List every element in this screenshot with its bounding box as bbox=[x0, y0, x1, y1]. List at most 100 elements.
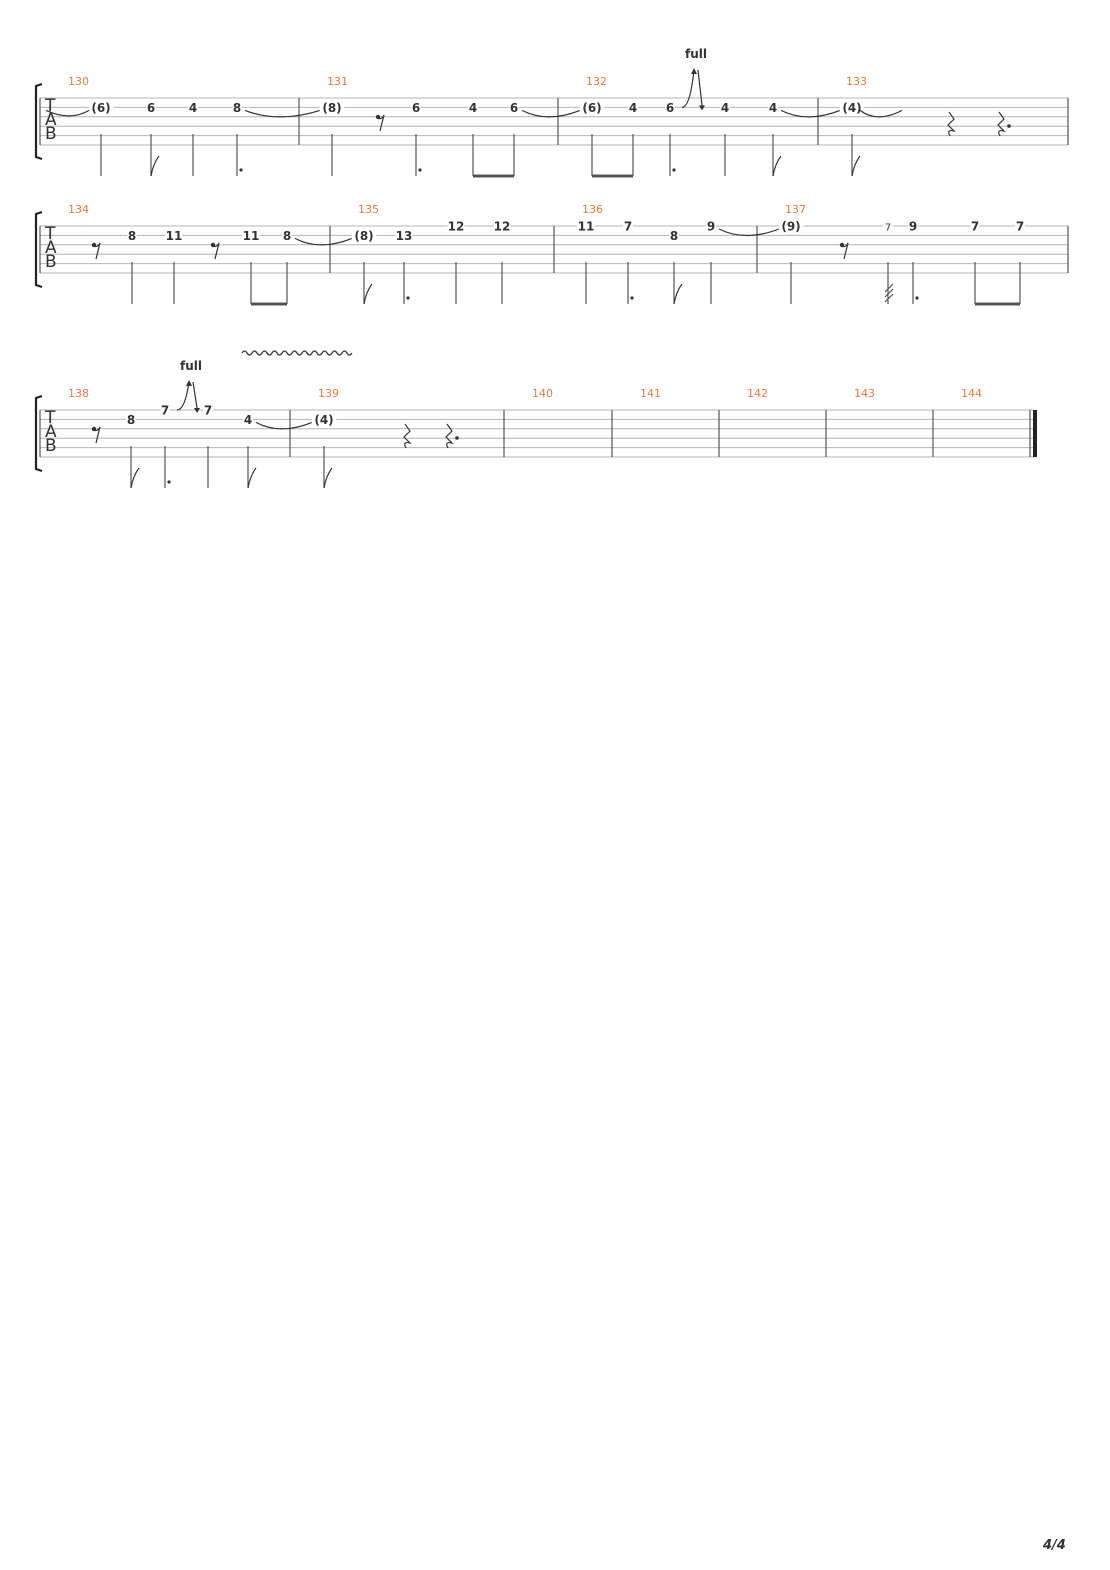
fret-backing bbox=[1015, 220, 1025, 232]
eighth-rest-stroke bbox=[92, 242, 101, 260]
fret-backing bbox=[127, 229, 137, 242]
fret-backing bbox=[188, 101, 198, 114]
fret-backing bbox=[126, 413, 136, 426]
vibrato-line bbox=[241, 350, 353, 356]
augmentation-dot bbox=[630, 296, 634, 300]
eighth-flag bbox=[130, 467, 140, 489]
eighth-flag bbox=[323, 467, 333, 489]
fret-backing bbox=[623, 220, 633, 232]
augmentation-dot bbox=[418, 168, 422, 172]
fret-number: (6) bbox=[582, 101, 601, 115]
tremolo-stroke bbox=[884, 293, 894, 303]
fret-number: 13 bbox=[396, 229, 413, 243]
fret-number: 4 bbox=[721, 101, 729, 115]
fret-number: (4) bbox=[842, 101, 861, 115]
fret-backing bbox=[577, 220, 595, 232]
page-number: 4/4 bbox=[1043, 1538, 1066, 1553]
bend-arrowhead bbox=[186, 380, 192, 386]
measure-number: 140 bbox=[532, 387, 553, 400]
measure-number: 138 bbox=[68, 387, 89, 400]
fret-number: 8 bbox=[128, 229, 136, 243]
fret-backing bbox=[579, 101, 605, 114]
fret-backing bbox=[628, 101, 638, 114]
fret-backing bbox=[493, 220, 511, 232]
eighth-rest-stroke bbox=[840, 242, 849, 260]
fret-backing bbox=[351, 229, 377, 242]
release-line bbox=[192, 381, 198, 409]
fret-backing bbox=[88, 101, 114, 114]
eighth-flag bbox=[851, 155, 861, 177]
fret-backing bbox=[232, 101, 242, 114]
fret-backing bbox=[311, 413, 337, 426]
quarter-rest-mark bbox=[403, 423, 412, 449]
tie-arc bbox=[45, 109, 90, 117]
fret-number: 6 bbox=[510, 101, 518, 115]
fret-number: 7 bbox=[161, 404, 169, 418]
fret-number: 7 bbox=[1016, 220, 1024, 234]
fret-number: 4 bbox=[629, 101, 637, 115]
measure-number: 133 bbox=[846, 75, 867, 88]
fret-backing bbox=[768, 101, 778, 114]
rest-augmentation-dot bbox=[455, 436, 459, 440]
tie-arc bbox=[244, 109, 321, 118]
fret-number: 4 bbox=[469, 101, 477, 115]
fret-backing bbox=[970, 220, 980, 232]
fret-backing bbox=[883, 220, 893, 232]
tab-clef-letter: B bbox=[45, 436, 57, 456]
fret-number: (6) bbox=[91, 101, 110, 115]
tie-arc bbox=[718, 228, 780, 237]
tie-arc bbox=[294, 237, 353, 246]
fret-number: 8 bbox=[283, 229, 291, 243]
bend-arrowhead bbox=[691, 68, 697, 74]
bend-curve bbox=[681, 69, 695, 108]
fret-number: 9 bbox=[909, 220, 917, 234]
fret-backing bbox=[706, 220, 716, 232]
release-line bbox=[697, 69, 703, 106]
measure-number: 142 bbox=[747, 387, 768, 400]
measure-number: 143 bbox=[854, 387, 875, 400]
fret-number: 11 bbox=[166, 229, 183, 243]
fret-backing bbox=[243, 413, 253, 426]
fret-number: 8 bbox=[670, 229, 678, 243]
bend-curve bbox=[176, 381, 190, 411]
measure-number: 132 bbox=[586, 75, 607, 88]
eighth-rest-stroke bbox=[211, 242, 220, 260]
fret-number: 8 bbox=[233, 101, 241, 115]
fret-backing bbox=[282, 229, 292, 242]
fret-number: 7 bbox=[971, 220, 979, 234]
measure-number: 139 bbox=[318, 387, 339, 400]
fret-number: 7 bbox=[204, 404, 212, 418]
system-bracket bbox=[34, 210, 43, 289]
measure-number: 134 bbox=[68, 203, 89, 216]
tremolo-stroke bbox=[884, 288, 894, 298]
fret-backing bbox=[778, 220, 804, 232]
eighth-rest-stroke bbox=[376, 114, 385, 132]
fret-backing bbox=[395, 229, 413, 242]
augmentation-dot bbox=[672, 168, 676, 172]
measure-number: 141 bbox=[640, 387, 661, 400]
fret-number: 11 bbox=[243, 229, 260, 243]
tab-clef-letter: B bbox=[45, 124, 57, 144]
release-arrowhead bbox=[194, 408, 200, 413]
quarter-rest-mark bbox=[947, 111, 956, 137]
fret-number: 7 bbox=[624, 220, 632, 234]
eighth-flag bbox=[673, 283, 683, 305]
fret-backing bbox=[468, 101, 478, 114]
tab-clef-letter: T bbox=[44, 224, 56, 244]
fret-backing bbox=[165, 229, 183, 242]
fret-backing bbox=[319, 101, 345, 114]
fret-number: 4 bbox=[769, 101, 777, 115]
fret-number: (9) bbox=[781, 220, 800, 234]
eighth-flag bbox=[150, 155, 160, 177]
measure-number: 136 bbox=[582, 203, 603, 216]
fret-backing bbox=[839, 101, 865, 114]
tab-clef-letter: T bbox=[44, 408, 56, 428]
augmentation-dot bbox=[406, 296, 410, 300]
fret-number: 6 bbox=[147, 101, 155, 115]
fret-backing bbox=[908, 220, 918, 232]
fret-backing bbox=[509, 101, 519, 114]
fret-number: 7 bbox=[885, 223, 891, 234]
tab-clef-letter: A bbox=[45, 422, 57, 442]
